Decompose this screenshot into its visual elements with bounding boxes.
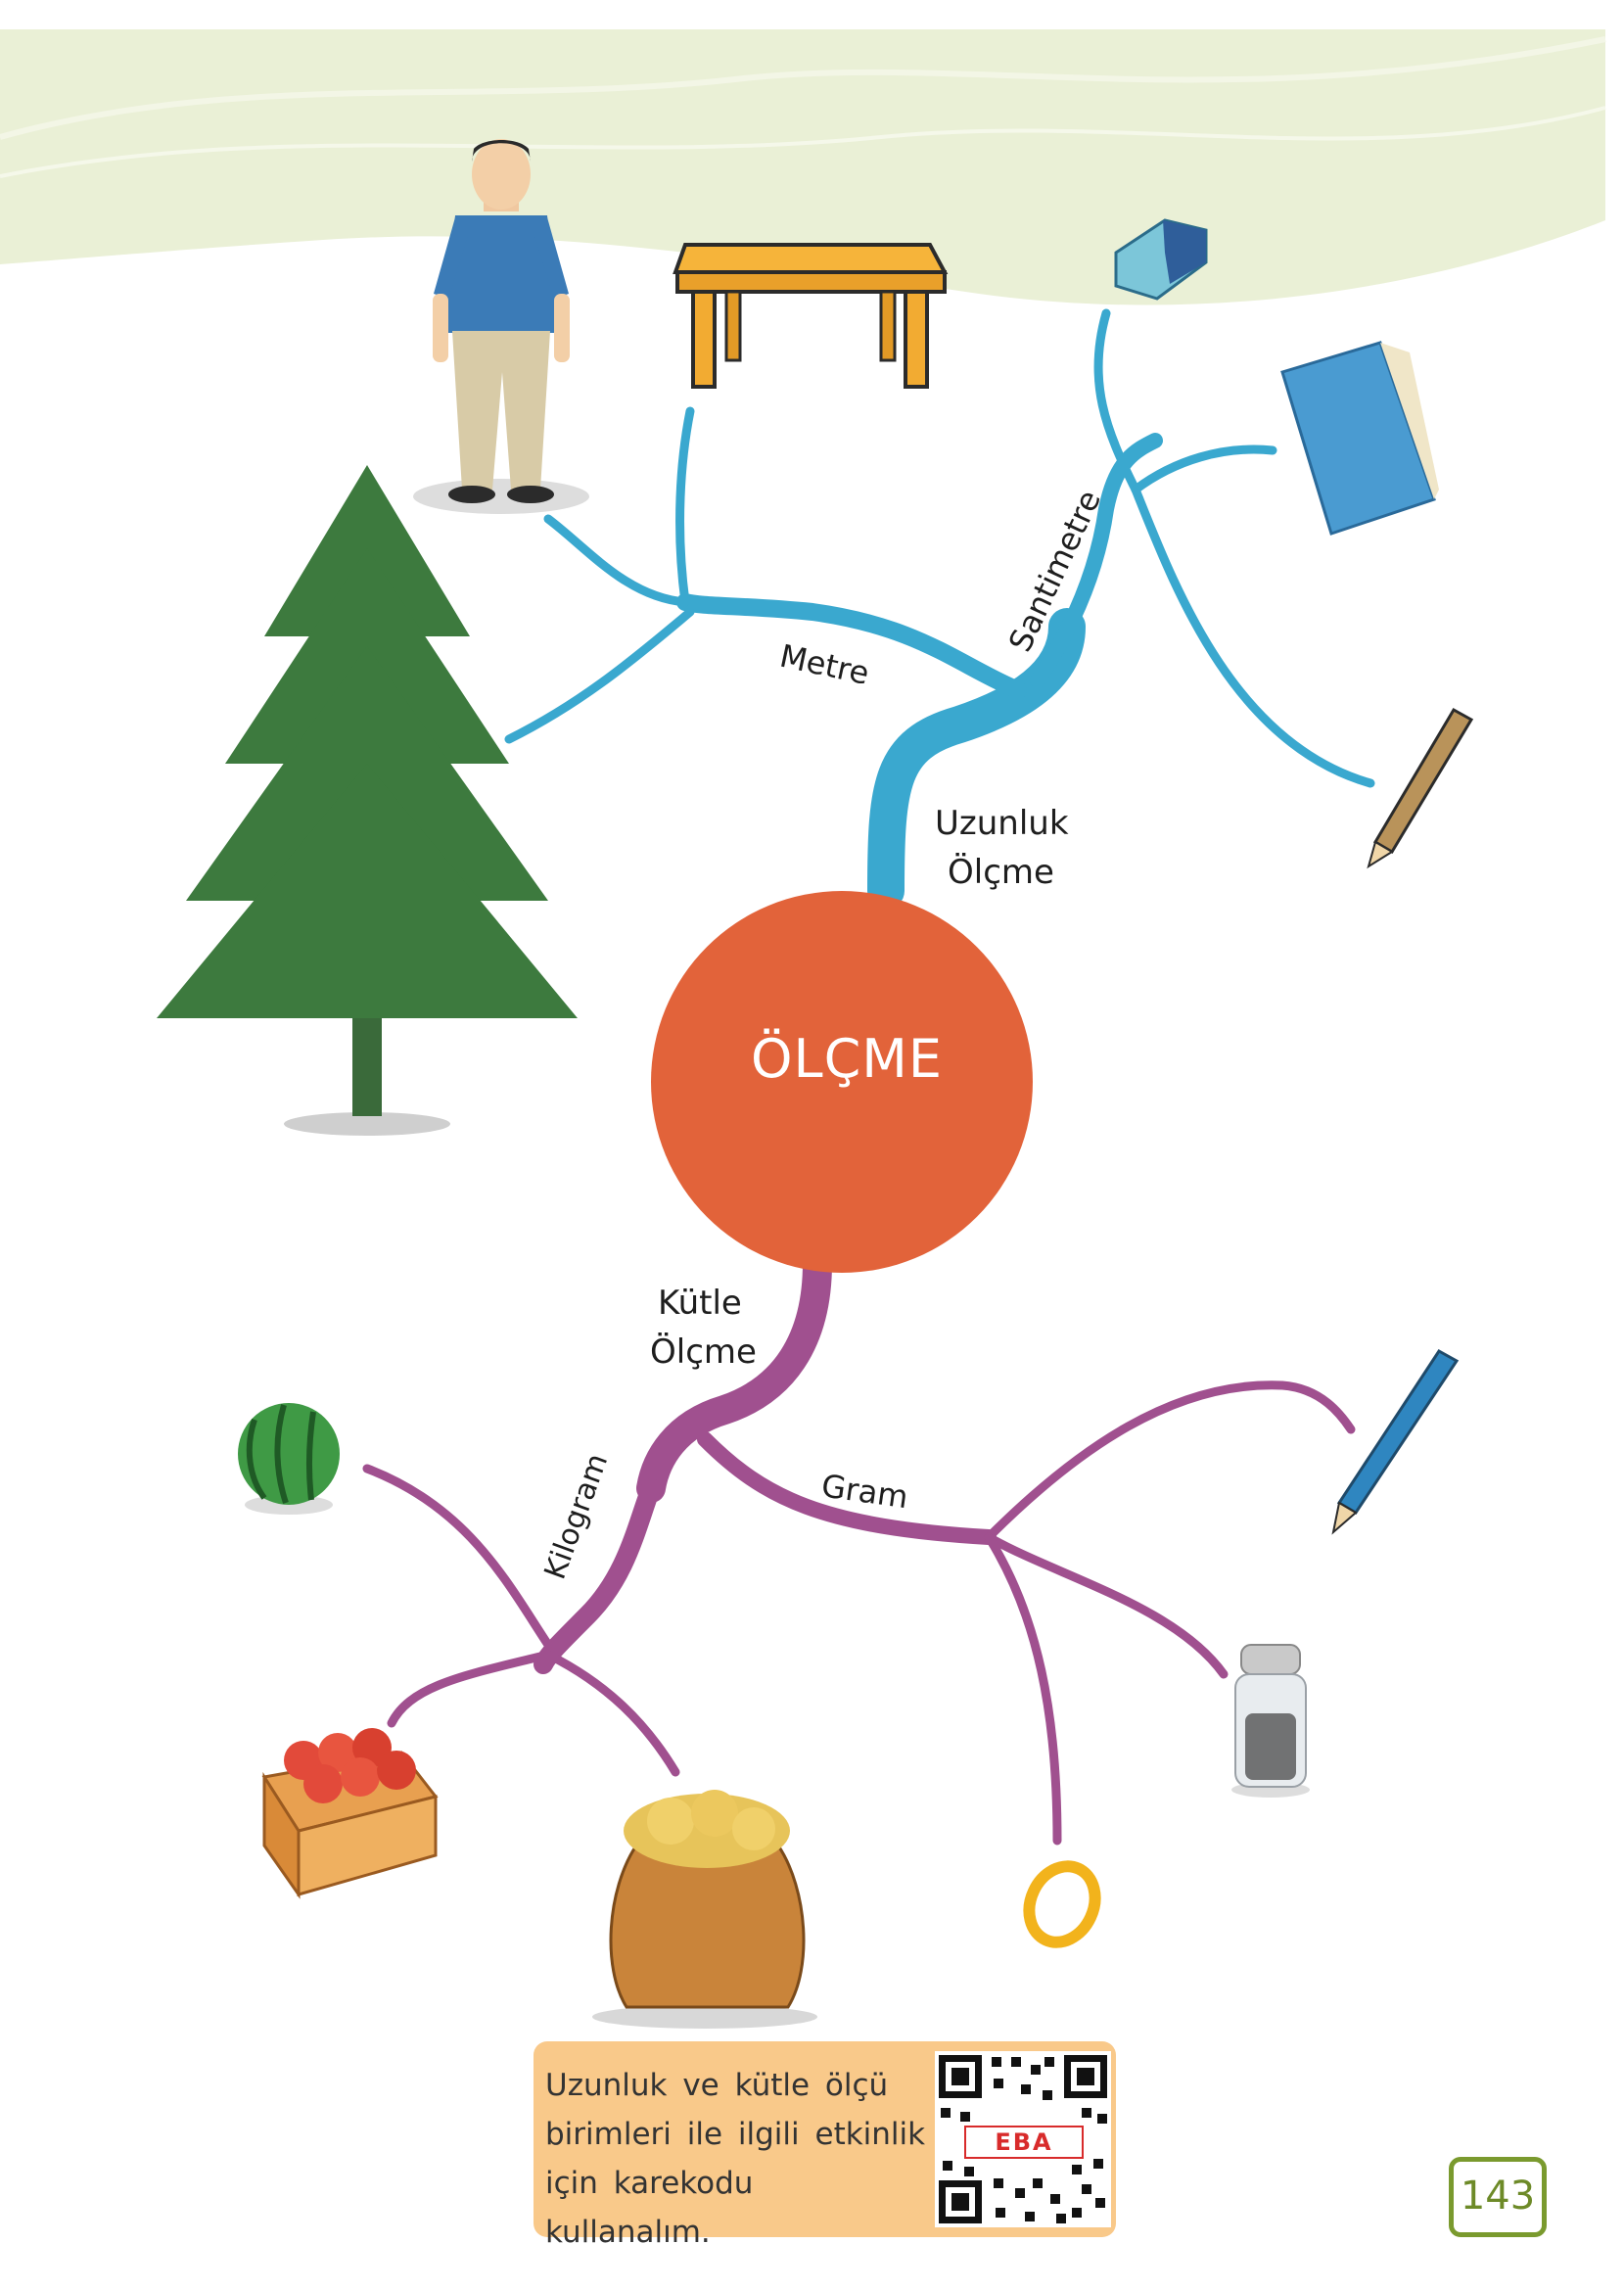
qr-instruction-text: Uzunluk ve kütle ölçü birimleri ile ilgi… (545, 2061, 932, 2257)
qr-text-line3: için karekodu kullanalım. (545, 2166, 754, 2250)
mass-branches (362, 1248, 1356, 1846)
ring-illustration (1023, 1860, 1101, 1948)
person-illustration (413, 139, 589, 514)
table-illustration (673, 243, 949, 389)
qr-info-box: Uzunluk ve kütle ölçü birimleri ile ilgi… (534, 2041, 1116, 2250)
apple-crate-illustration (261, 1728, 439, 1899)
center-label: ÖLÇME (750, 1028, 943, 1090)
pine-tree-illustration (157, 465, 578, 1136)
kilogram-label: Kilogram (538, 1449, 616, 1584)
length-title-line2: Ölçme (948, 852, 1054, 892)
metre-label: Metre (776, 637, 872, 692)
center-circle (651, 891, 1033, 1273)
qr-text-line1: Uzunluk ve kütle ölçü (545, 2068, 889, 2103)
length-branches (504, 308, 1375, 910)
mass-title-line1: Kütle (658, 1284, 742, 1323)
qr-code[interactable]: EBA (935, 2051, 1111, 2227)
eraser-illustration (1114, 218, 1208, 301)
page-number: 143 (1449, 2157, 1547, 2237)
potato-sack-illustration (592, 1790, 817, 2029)
eba-badge: EBA (964, 2126, 1084, 2159)
qr-pattern (939, 2055, 1107, 2223)
book-illustration (1280, 341, 1439, 536)
qr-text-line2: birimleri ile ilgili etkinlik (545, 2117, 926, 2152)
length-title-line1: Uzunluk (935, 804, 1069, 843)
mass-title-line2: Ölçme (650, 1332, 757, 1372)
blue-pencil-illustration (1331, 1349, 1460, 1535)
watermelon-illustration (238, 1403, 340, 1515)
pencil-illustration (1367, 707, 1474, 869)
salt-shaker-illustration (1231, 1644, 1310, 1798)
